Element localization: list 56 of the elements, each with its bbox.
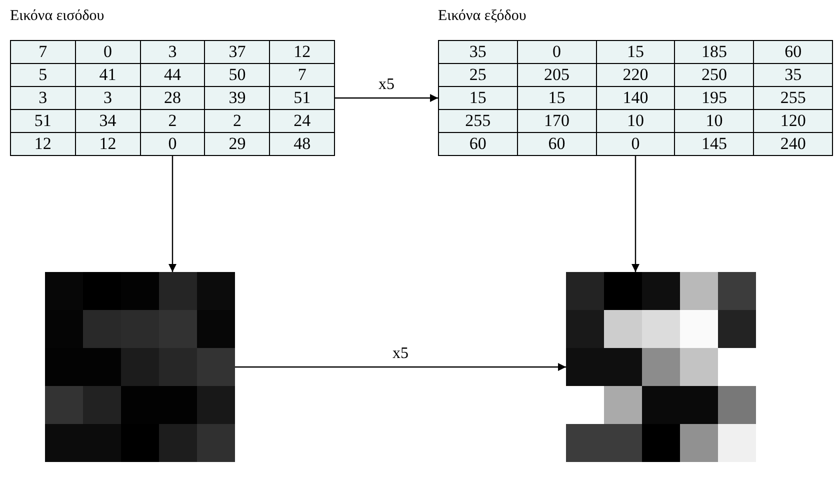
table-cell: 0: [140, 132, 205, 156]
table-cell: 2: [140, 110, 205, 132]
table-cell: 12: [75, 132, 140, 156]
table-cell: 44: [140, 64, 205, 86]
table-cell: 29: [204, 132, 270, 156]
table-cell: 255: [438, 110, 518, 132]
table-cell: 145: [674, 132, 754, 156]
table-cell: 205: [517, 64, 596, 86]
table-cell: 15: [438, 86, 518, 110]
table-cell: 51: [10, 110, 76, 132]
table-cell: 35: [438, 40, 518, 64]
table-cell: 5: [10, 64, 76, 86]
table-cell: 35: [754, 64, 832, 86]
table-cell: 12: [10, 132, 76, 156]
table-cell: 195: [674, 86, 754, 110]
table-cell: 3: [75, 86, 140, 110]
table-cell: 250: [674, 64, 754, 86]
table-cell: 7: [270, 64, 334, 86]
table-cell: 120: [754, 110, 832, 132]
table-cell: 37: [204, 40, 270, 64]
table-cell: 25: [438, 64, 518, 86]
table-cell: 60: [754, 40, 832, 64]
table-cell: 24: [270, 110, 334, 132]
table-cell: 255: [754, 86, 832, 110]
table-cell: 12: [270, 40, 334, 64]
table-cell: 10: [674, 110, 754, 132]
table-cell: 28: [140, 86, 205, 110]
table-cell: 0: [517, 40, 596, 64]
table-cell: 0: [75, 40, 140, 64]
table-cell: 60: [517, 132, 596, 156]
table-cell: 7: [10, 40, 76, 64]
table-cell: 34: [75, 110, 140, 132]
table-cell: 185: [674, 40, 754, 64]
table-cell: 2: [204, 110, 270, 132]
table-title: Εικόνα εισόδου: [10, 8, 104, 25]
table-cell: 48: [270, 132, 334, 156]
table-cell: 41: [75, 64, 140, 86]
table-cell: 10: [596, 110, 675, 132]
table-cell: 220: [596, 64, 675, 86]
table-cell: 240: [754, 132, 832, 156]
table-title: Εικόνα εξόδου: [438, 8, 526, 25]
table-cell: 3: [140, 40, 205, 64]
table-cell: 0: [596, 132, 675, 156]
arrow: [632, 156, 640, 272]
arrow: [168, 156, 176, 272]
table-cell: 50: [204, 64, 270, 86]
table-cell: 39: [204, 86, 270, 110]
table-cell: 15: [517, 86, 596, 110]
table-cell: 51: [270, 86, 334, 110]
table-cell: 3: [10, 86, 76, 110]
table-cell: 60: [438, 132, 518, 156]
table-cell: 15: [596, 40, 675, 64]
table-cell: 140: [596, 86, 675, 110]
table-cell: 170: [517, 110, 596, 132]
arrow: [235, 363, 566, 371]
arrow: [335, 94, 438, 102]
